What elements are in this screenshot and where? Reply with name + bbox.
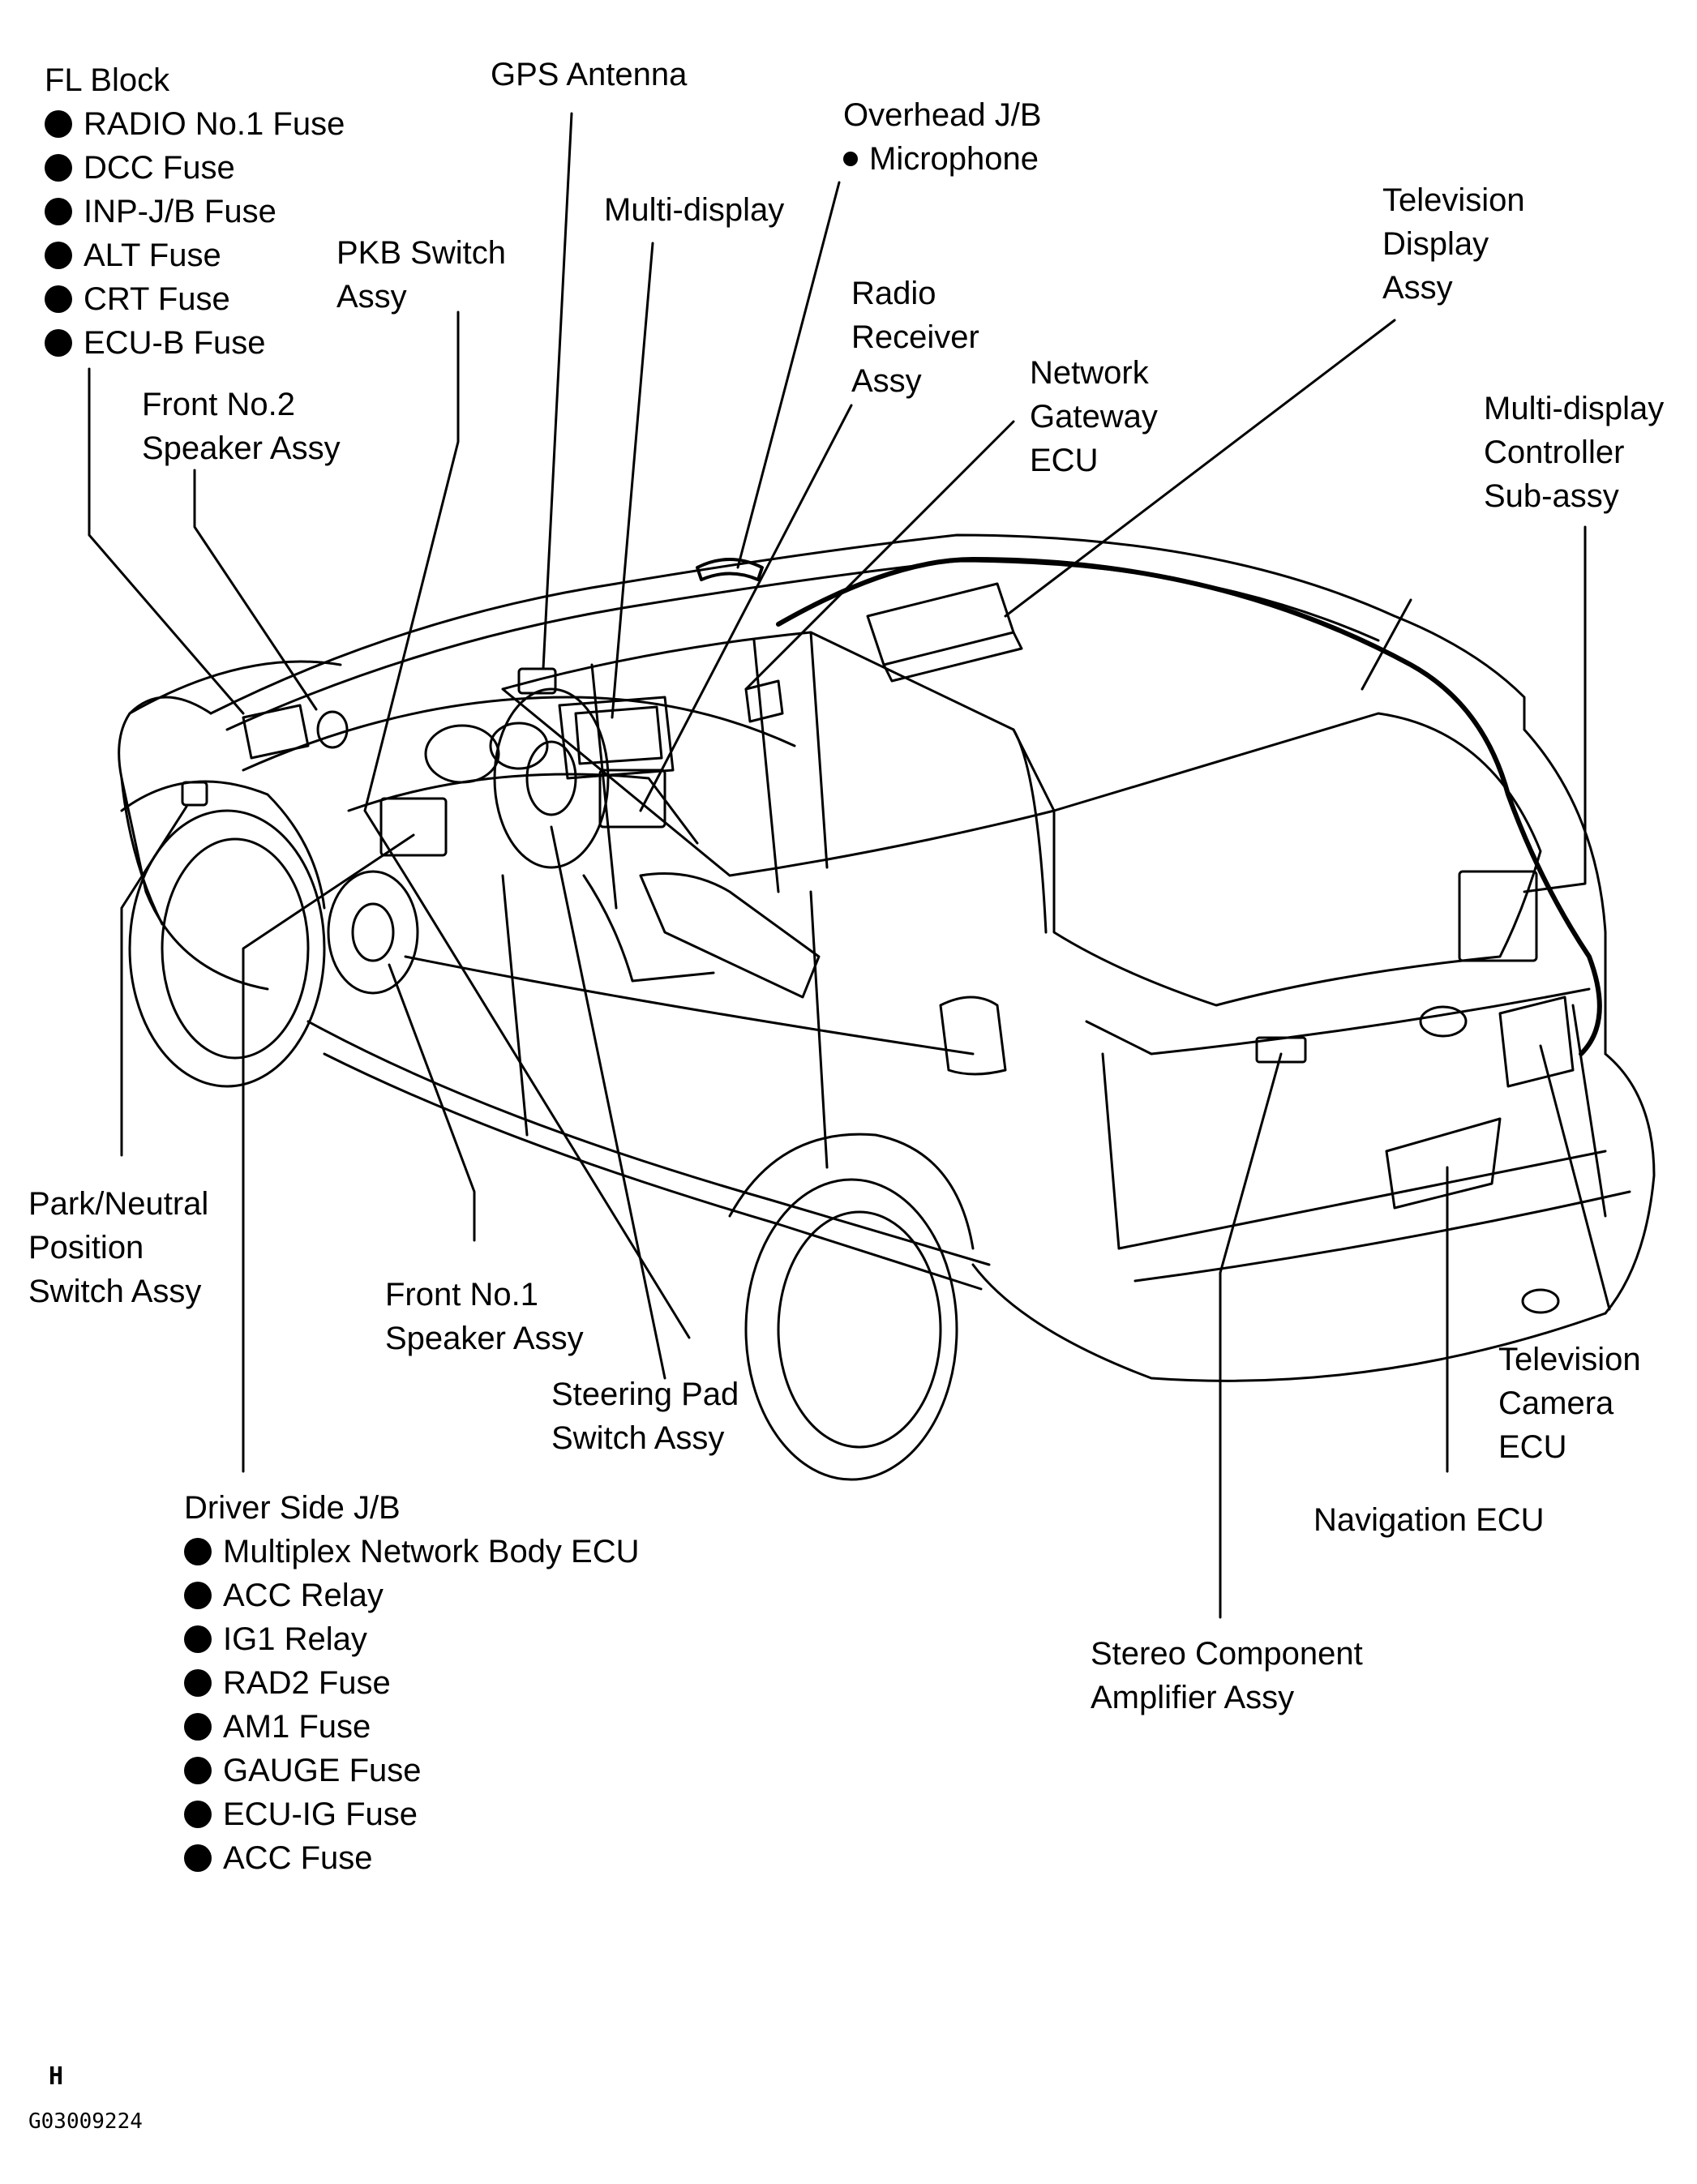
overhead-jb-title: Overhead J/B [843, 97, 1042, 133]
radio-receiver-label: Radio Receiver Assy [851, 272, 979, 403]
driver-side-jb-title: Driver Side J/B [184, 1490, 401, 1526]
driver-side-jb-item: GAUGE Fuse [184, 1749, 640, 1792]
television-camera-label: Television Camera ECU [1498, 1338, 1641, 1469]
television-display-line: Display [1382, 226, 1489, 262]
stereo-amplifier-label: Stereo Component Amplifier Assy [1091, 1632, 1363, 1719]
leader-lines [88, 112, 1611, 1619]
network-gateway-line: Gateway [1030, 399, 1158, 435]
stereo-amplifier-line: Amplifier Assy [1091, 1680, 1295, 1715]
network-gateway-line: Network [1030, 355, 1149, 391]
park-neutral-line: Park/Neutral [28, 1186, 209, 1222]
components [181, 557, 1602, 1210]
radio-receiver-line: Receiver [851, 319, 979, 355]
fl-block-item: RADIO No.1 Fuse [45, 102, 345, 146]
television-display-line: Television [1382, 182, 1525, 218]
radio-receiver-line: Assy [851, 363, 922, 399]
television-camera-line: Television [1498, 1342, 1641, 1377]
front-no2-speaker-label: Front No.2 Speaker Assy [142, 383, 341, 470]
steering-pad-label: Steering Pad Switch Assy [551, 1372, 739, 1460]
front-no2-speaker-line: Front No.2 [142, 387, 295, 422]
front-no1-speaker-line: Front No.1 [385, 1277, 538, 1313]
multi-display-controller-line: Controller [1484, 435, 1625, 470]
television-camera-line: ECU [1498, 1429, 1567, 1465]
network-gateway-line: ECU [1030, 443, 1099, 478]
radio-receiver-line: Radio [851, 276, 936, 311]
fl-block-item: DCC Fuse [45, 146, 345, 190]
fl-block-item: INP-J/B Fuse [45, 190, 345, 233]
overhead-jb-label: Overhead J/B Microphone [843, 93, 1042, 181]
driver-side-jb-item: ACC Fuse [184, 1836, 640, 1880]
front-no2-speaker-line: Speaker Assy [142, 430, 341, 466]
steering-pad-line: Steering Pad [551, 1377, 739, 1412]
television-display-line: Assy [1382, 270, 1453, 306]
fl-block-item: CRT Fuse [45, 277, 345, 321]
multi-display-label: Multi-display [604, 188, 784, 232]
driver-side-jb-label: Driver Side J/B Multiplex Network Body E… [184, 1486, 640, 1880]
navigation-ecu-text: Navigation ECU [1313, 1502, 1545, 1538]
driver-side-jb-item: IG1 Relay [184, 1617, 640, 1661]
fl-block-item: ECU-B Fuse [45, 321, 345, 365]
pkb-switch-line: Assy [336, 279, 407, 315]
fl-block-label: FL Block RADIO No.1 Fuse DCC Fuse INP-J/… [45, 58, 345, 365]
driver-side-jb-item: RAD2 Fuse [184, 1661, 640, 1705]
multi-display-controller-line: Sub-assy [1484, 478, 1619, 514]
front-no1-speaker-label: Front No.1 Speaker Assy [385, 1273, 584, 1360]
driver-side-jb-item: AM1 Fuse [184, 1705, 640, 1749]
fl-block-item: ALT Fuse [45, 233, 345, 277]
park-neutral-label: Park/Neutral Position Switch Assy [28, 1182, 208, 1313]
television-camera-line: Camera [1498, 1385, 1614, 1421]
park-neutral-line: Position [28, 1230, 144, 1265]
front-no1-speaker-line: Speaker Assy [385, 1321, 584, 1356]
multi-display-text: Multi-display [604, 192, 785, 228]
footer-mark: H [49, 2062, 64, 2091]
multi-display-controller-line: Multi-display [1484, 391, 1665, 426]
figure-code: G03009224 [28, 2109, 143, 2134]
navigation-ecu-label: Navigation ECU [1313, 1498, 1545, 1542]
television-display-label: Television Display Assy [1382, 178, 1525, 310]
driver-side-jb-item: Multiplex Network Body ECU [184, 1530, 640, 1574]
driver-side-jb-item: ECU-IG Fuse [184, 1792, 640, 1836]
vehicle-body [118, 533, 1656, 1481]
gps-antenna-label: GPS Antenna [491, 53, 687, 96]
stereo-amplifier-line: Stereo Component [1091, 1636, 1363, 1672]
pkb-switch-label: PKB Switch Assy [336, 231, 506, 319]
fl-block-title: FL Block [45, 62, 170, 98]
driver-side-jb-item: ACC Relay [184, 1574, 640, 1617]
pkb-switch-line: PKB Switch [336, 235, 506, 271]
network-gateway-label: Network Gateway ECU [1030, 351, 1158, 482]
overhead-jb-item: Microphone [843, 137, 1042, 181]
steering-pad-line: Switch Assy [551, 1420, 725, 1456]
gps-antenna-text: GPS Antenna [491, 57, 688, 92]
park-neutral-line: Switch Assy [28, 1274, 202, 1309]
multi-display-controller-label: Multi-display Controller Sub-assy [1484, 387, 1664, 518]
